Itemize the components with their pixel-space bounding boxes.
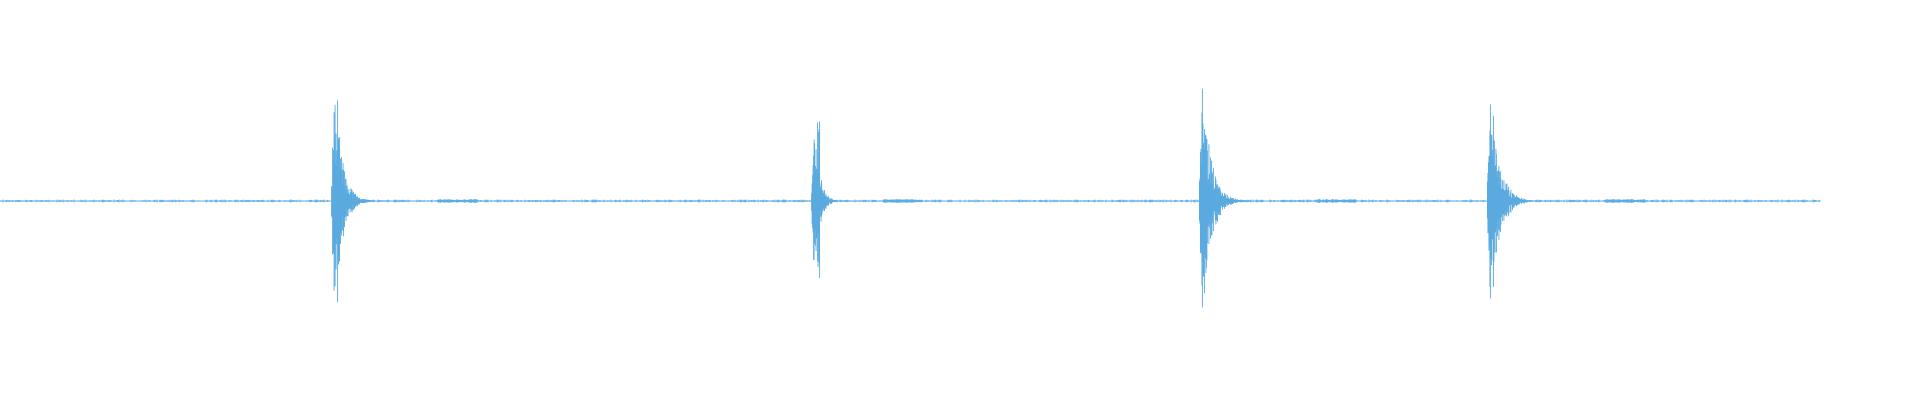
- waveform-transient-2: [811, 121, 923, 278]
- waveform-transients: [331, 88, 1645, 308]
- waveform-transient-3: [1198, 88, 1357, 308]
